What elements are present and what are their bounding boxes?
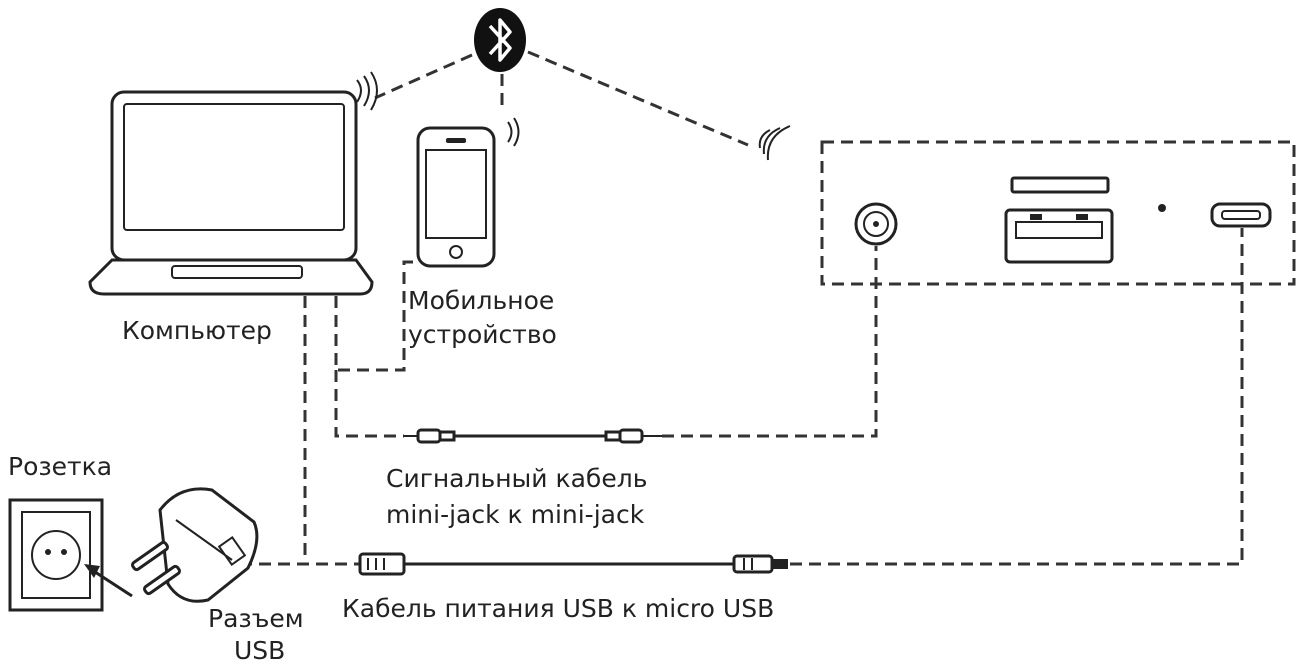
usb-connector-label-line1: Разъем bbox=[208, 604, 304, 633]
usb-connector-label-line2: USB bbox=[234, 636, 286, 665]
indicator-led-icon bbox=[1158, 204, 1166, 212]
audio-cable-route-bottom bbox=[334, 370, 404, 438]
computer-label: Компьютер bbox=[122, 316, 272, 345]
plug-in-arrow-icon bbox=[84, 564, 133, 598]
outlet-label: Розетка bbox=[8, 452, 113, 481]
wireless-signal-icon bbox=[356, 71, 378, 111]
mini-jack-cable-icon bbox=[404, 428, 662, 444]
usb-cable-icon bbox=[358, 552, 788, 576]
mobile-label-line2: устройство bbox=[408, 320, 557, 349]
audio-cable-route bbox=[334, 260, 418, 372]
card-slot-icon bbox=[1010, 176, 1110, 194]
smartphone-icon bbox=[416, 126, 496, 268]
usb-power-adapter-icon bbox=[131, 487, 259, 603]
wireless-signal-icon bbox=[507, 117, 520, 147]
laptop-icon bbox=[88, 90, 374, 296]
bluetooth-links bbox=[374, 50, 749, 147]
wall-socket-icon bbox=[8, 498, 104, 612]
speaker-back-panel bbox=[820, 140, 1296, 286]
micro-usb-port-icon bbox=[1210, 202, 1272, 228]
audio-cable-label-line2: mini-jack к mini-jack bbox=[386, 500, 645, 529]
wireless-signal-icon bbox=[758, 125, 791, 161]
power-cable-label: Кабель питания USB к micro USB bbox=[342, 594, 775, 623]
power-cable-route-right bbox=[790, 228, 1244, 566]
audio-cable-label-line1: Сигнальный кабель bbox=[386, 464, 648, 493]
bluetooth-icon bbox=[474, 8, 526, 72]
mobile-label-line1: Мобильное bbox=[408, 286, 555, 315]
usb-port-icon bbox=[1004, 208, 1114, 264]
audio-cable-route-right bbox=[662, 246, 878, 438]
aux-input-port-icon bbox=[854, 202, 898, 246]
